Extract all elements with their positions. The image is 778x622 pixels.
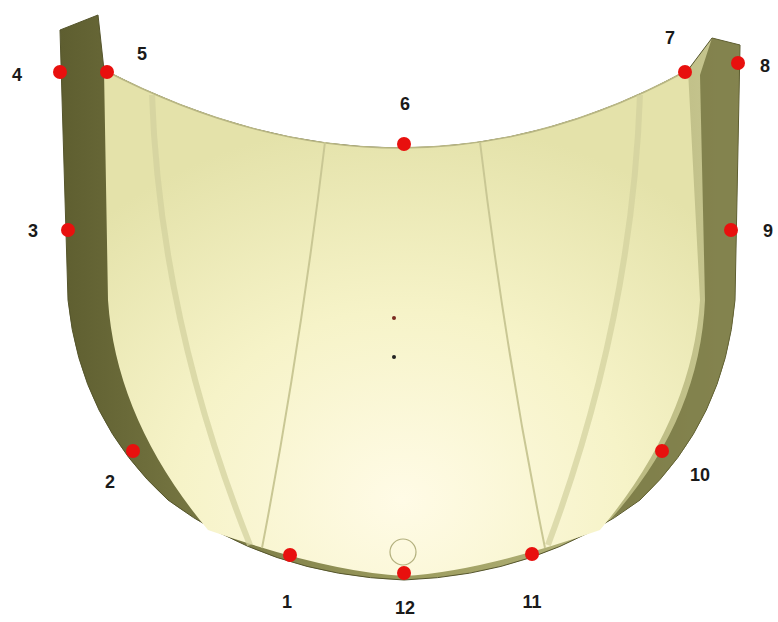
- callout-number: 11: [522, 593, 541, 611]
- callout-number: 5: [137, 45, 147, 63]
- callout-number: 10: [690, 466, 710, 484]
- measurement-points: [53, 56, 745, 580]
- hood-body: [60, 15, 740, 580]
- callout-number: 2: [105, 473, 115, 491]
- callout-number: 12: [395, 599, 415, 617]
- callout-number: 9: [763, 222, 773, 240]
- callout-number: 8: [760, 57, 770, 75]
- callout-number: 4: [12, 66, 22, 84]
- callout-number: 6: [400, 95, 410, 113]
- callout-number: 1: [282, 593, 292, 611]
- callout-number: 3: [28, 222, 38, 240]
- callout-number: 7: [665, 29, 675, 47]
